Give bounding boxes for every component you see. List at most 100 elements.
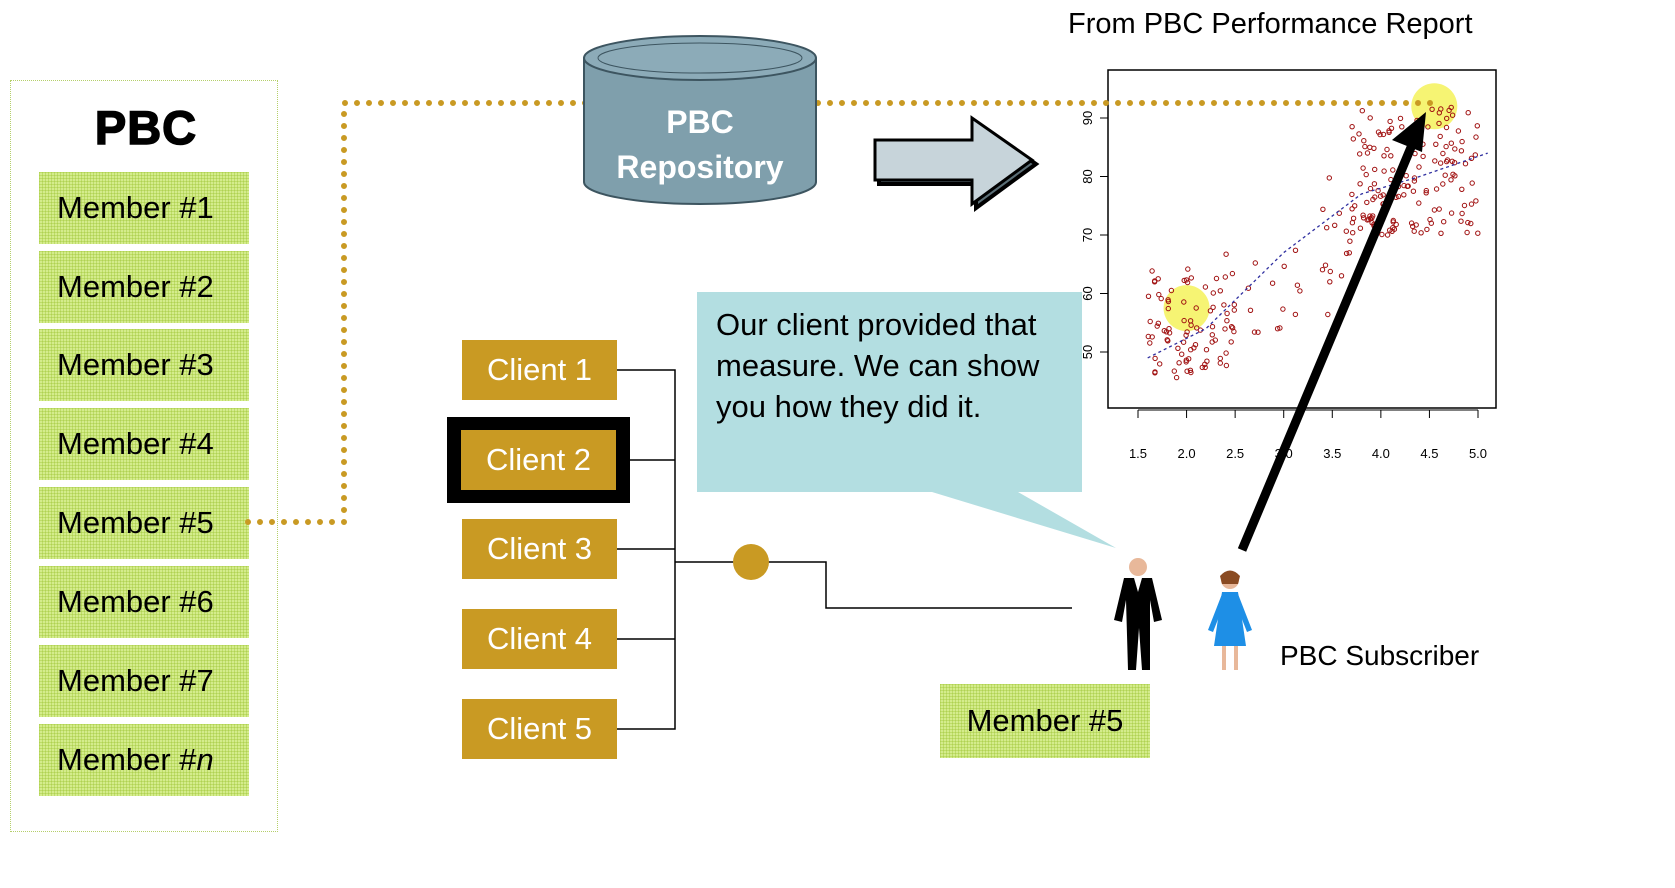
scatter-point — [1184, 329, 1190, 335]
scatter-point — [1433, 186, 1440, 192]
member-n-italic: n — [196, 742, 214, 777]
scatter-point — [1442, 172, 1448, 178]
scatter-point — [1357, 151, 1363, 157]
scatter-point — [1154, 323, 1160, 329]
scatter-point — [1371, 145, 1377, 152]
subscriber-member-label[interactable]: Member #5 — [940, 684, 1150, 758]
scatter-point — [1320, 206, 1326, 213]
scatter-point — [1423, 190, 1429, 196]
scatter-point — [1173, 374, 1180, 381]
x-tick-label: 5.0 — [1469, 446, 1487, 461]
y-tick-label: 90 — [1080, 111, 1095, 125]
scatter-point — [1364, 150, 1371, 156]
scatter-point — [1437, 160, 1444, 166]
repository-label-line1: PBC — [666, 104, 734, 140]
scatter-point — [1468, 220, 1474, 227]
scatter-point — [1183, 277, 1190, 283]
scatter-point — [1247, 307, 1254, 313]
scatter-point — [1459, 138, 1465, 145]
scatter-point — [1274, 326, 1281, 332]
scatter-point — [1360, 165, 1366, 171]
scatter-point — [1408, 220, 1415, 226]
callout-text: Our client provided that measure. We can… — [716, 307, 1040, 424]
scatter-point — [1165, 305, 1172, 312]
scatter-point — [1393, 221, 1399, 228]
member-5[interactable]: Member #5 — [39, 487, 249, 559]
scatter-point — [1187, 367, 1194, 373]
scatter-point — [1403, 173, 1409, 179]
client-4[interactable]: Client 4 — [462, 609, 617, 669]
client-connectors — [617, 369, 1072, 730]
scatter-point — [1363, 171, 1369, 178]
dotted-connector-left — [245, 100, 591, 525]
scatter-point — [1223, 350, 1229, 356]
scatter-point — [1375, 129, 1382, 135]
scatter-point — [1440, 181, 1446, 187]
client-2[interactable]: Client 2 — [461, 430, 616, 490]
scatter-point — [1357, 181, 1363, 187]
scatter-point — [1372, 166, 1378, 173]
scatter-point — [1450, 171, 1456, 178]
member-2[interactable]: Member #2 — [39, 251, 249, 323]
x-tick-label: 1.5 — [1129, 446, 1147, 461]
scatter-point — [1269, 280, 1276, 286]
x-tick-label: 2.0 — [1178, 446, 1196, 461]
scatter-point — [1228, 324, 1235, 330]
y-tick-label: 50 — [1080, 345, 1095, 359]
scatter-point — [1350, 230, 1356, 236]
scatter-point — [1443, 124, 1450, 131]
scatter-point — [1458, 148, 1465, 154]
scatter-point — [1357, 225, 1364, 231]
scatter-point — [1210, 290, 1217, 296]
scatter-point — [1458, 218, 1464, 224]
member-3[interactable]: Member #3 — [39, 329, 249, 401]
scatter-point — [1327, 279, 1333, 285]
scatter-point — [1410, 188, 1417, 194]
member-6[interactable]: Member #6 — [39, 566, 249, 638]
scatter-point — [1245, 285, 1252, 291]
scatter-point — [1183, 332, 1189, 338]
scatter-point — [1384, 146, 1390, 153]
scatter-point — [1349, 124, 1355, 130]
scatter-point — [1155, 276, 1161, 282]
scatter-point — [1401, 192, 1407, 198]
scatter-point — [1228, 339, 1234, 345]
client-3[interactable]: Client 3 — [462, 519, 617, 579]
scatter-point — [1468, 155, 1475, 162]
scatter-point — [1158, 295, 1164, 302]
client-5[interactable]: Client 5 — [462, 699, 617, 759]
scatter-point — [1379, 231, 1385, 238]
scatter-point — [1176, 360, 1182, 366]
scatter-point — [1327, 268, 1334, 275]
scatter-point — [1324, 225, 1330, 231]
scatter-point — [1411, 178, 1418, 184]
scatter-point — [1395, 193, 1402, 200]
y-tick-label: 80 — [1080, 169, 1095, 183]
member-1[interactable]: Member #1 — [39, 172, 249, 244]
scatter-point — [1444, 157, 1451, 163]
scatter-point — [1229, 325, 1236, 331]
scatter-point — [1436, 206, 1442, 212]
scatter-point — [1381, 153, 1387, 159]
scatter-point — [1326, 175, 1333, 181]
scatter-point — [1390, 167, 1396, 173]
scatter-point — [1181, 317, 1187, 324]
scatter-point — [1292, 247, 1299, 254]
member-n[interactable]: Member #n — [39, 724, 249, 796]
scatter-point — [1452, 146, 1458, 152]
scatter-point — [1202, 284, 1209, 290]
scatter-point — [1390, 225, 1396, 231]
scatter-point — [1210, 304, 1216, 310]
scatter-point — [1389, 228, 1395, 235]
scatter-point — [1294, 282, 1301, 288]
scatter-point — [1325, 311, 1331, 318]
client-1[interactable]: Client 1 — [462, 340, 617, 400]
plot-background — [1072, 55, 1568, 490]
scatter-point — [1209, 332, 1216, 338]
scatter-point — [1149, 268, 1155, 274]
scatter-point — [1461, 202, 1468, 209]
member-7[interactable]: Member #7 — [39, 645, 249, 717]
repository-cylinder — [583, 35, 817, 205]
member-4[interactable]: Member #4 — [39, 408, 249, 480]
scatter-point — [1397, 115, 1404, 122]
